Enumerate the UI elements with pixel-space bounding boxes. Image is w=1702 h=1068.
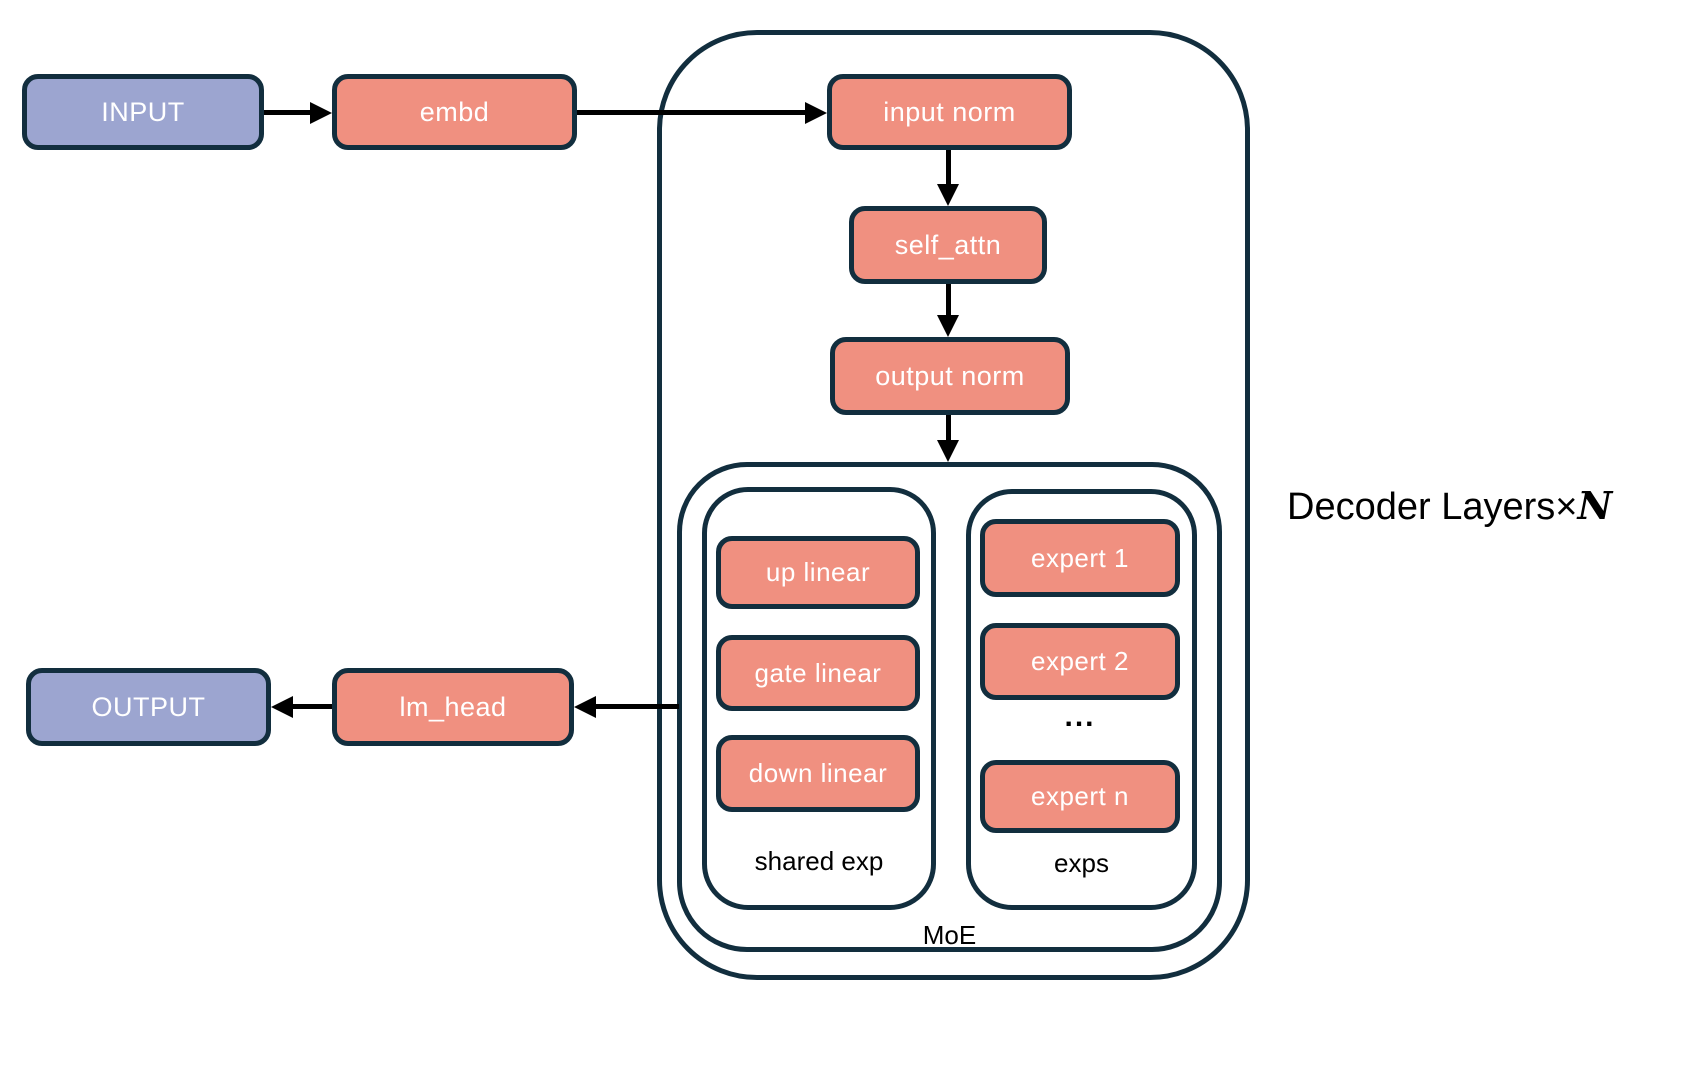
experts-ellipsis-label: ... (1064, 700, 1096, 733)
decoder-layers-container (657, 30, 1250, 980)
arrow-selfattn-to-outputnorm-head (937, 315, 959, 337)
arrow-input-to-embd-head (310, 102, 332, 124)
embd-node: embd (332, 74, 577, 150)
shared-exp-container (702, 487, 936, 910)
arrow-outputnorm-to-moe-line (946, 415, 951, 441)
moe-label: MoE (922, 920, 977, 950)
arrow-inputnorm-to-selfattn-line (946, 150, 951, 185)
arrow-embd-to-inputnorm-line (577, 110, 806, 115)
up-linear-node: up linear (716, 536, 920, 609)
input-norm-node: input norm (827, 74, 1072, 150)
arrow-lmhead-to-output-head (271, 696, 293, 718)
input-node: INPUT (22, 74, 264, 150)
expert-1-node: expert 1 (980, 519, 1180, 597)
arrow-lmhead-to-output-line (292, 704, 332, 709)
expert-n-node: expert n (980, 760, 1180, 833)
exps-container (966, 489, 1197, 910)
self-attn-node: self_attn (849, 206, 1047, 284)
arrow-moe-to-lmhead-head (574, 696, 596, 718)
exps-label: exps (1054, 848, 1109, 878)
arrow-selfattn-to-outputnorm-line (946, 284, 951, 316)
output-node: OUTPUT (26, 668, 271, 746)
arrow-moe-to-lmhead-line (595, 704, 679, 709)
arrow-outputnorm-to-moe-head (937, 440, 959, 462)
n-variable: N (1577, 483, 1613, 528)
moe-container (677, 462, 1222, 952)
arrow-inputnorm-to-selfattn-head (937, 184, 959, 206)
arrow-input-to-embd-line (264, 110, 312, 115)
shared-exp-label: shared exp (754, 846, 884, 876)
decoder-layers-label-text: Decoder Layers (1287, 486, 1556, 528)
expert-2-node: expert 2 (980, 623, 1180, 700)
decoder-layers-label: Decoder Layers×N (1287, 483, 1687, 529)
down-linear-node: down linear (716, 735, 920, 812)
lm-head-node: lm_head (332, 668, 574, 746)
times-symbol: × (1555, 486, 1578, 528)
gate-linear-node: gate linear (716, 635, 920, 711)
arrow-embd-to-inputnorm-head (805, 102, 827, 124)
output-norm-node: output norm (830, 337, 1070, 415)
